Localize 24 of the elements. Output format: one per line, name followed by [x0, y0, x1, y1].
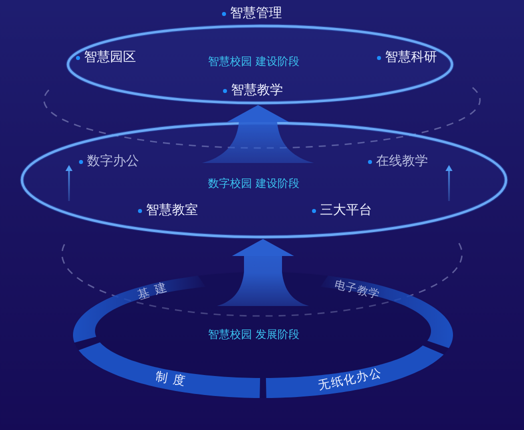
ring-segment — [320, 275, 453, 349]
arrow — [202, 105, 314, 163]
segment-label: 无纸化办公 — [316, 364, 384, 394]
feature-label: 在线教学 — [376, 153, 428, 170]
feature-label: 智慧管理 — [230, 5, 282, 22]
segment-label: 制度 — [154, 368, 192, 390]
feature-label: 智慧教室 — [146, 202, 198, 219]
ring-segment — [73, 275, 206, 343]
stage-title: 智慧校园 发展阶段 — [208, 327, 300, 343]
segment-label: 基建 — [135, 276, 175, 304]
stage-title: 智慧校园 建设阶段 — [208, 54, 300, 70]
stage-ring — [73, 272, 453, 398]
segment-label: 电子教学 — [332, 276, 382, 304]
ring-segment — [265, 345, 444, 398]
feature-label: 智慧教学 — [231, 82, 283, 99]
stage-title: 数字校园 建设阶段 — [208, 176, 300, 192]
feature-label: 三大平台 — [320, 202, 372, 219]
stage-ellipse — [64, 4, 456, 105]
feature-label: 智慧园区 — [84, 49, 136, 66]
feature-label: 智慧科研 — [385, 49, 437, 66]
stage-ellipse — [19, 121, 509, 239]
feature-label: 数字办公 — [87, 153, 139, 170]
arrow — [217, 239, 309, 306]
ring-segment — [78, 342, 261, 398]
